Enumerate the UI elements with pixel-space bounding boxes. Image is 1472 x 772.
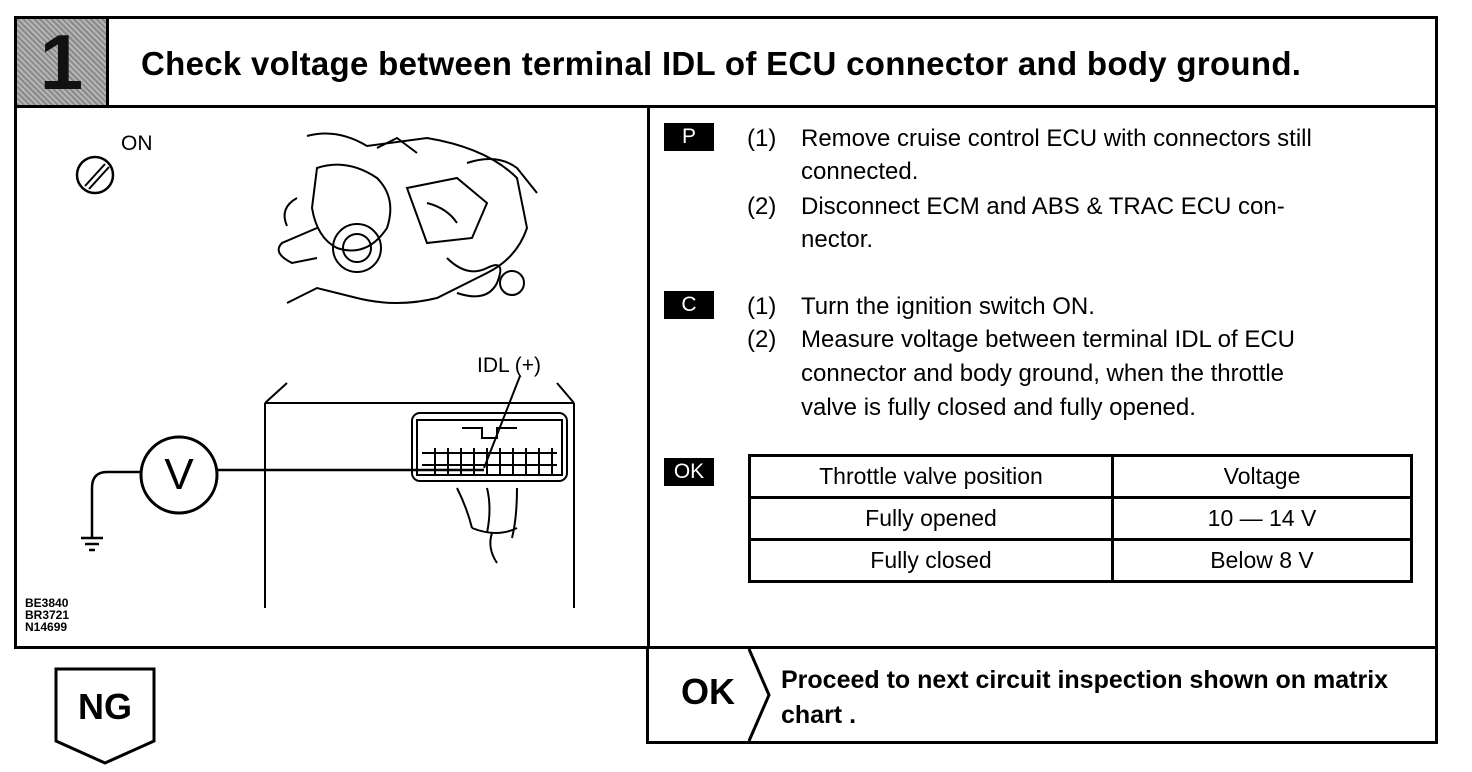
prep-step-line: Remove cruise control ECU with connector… [801, 125, 1312, 152]
prep-tag: P [664, 123, 714, 151]
table-row: Fully closed Below 8 V [748, 538, 1413, 583]
table-cell: Fully closed [748, 538, 1114, 583]
ecu-connector-illustration [264, 382, 575, 608]
ok-result-label: OK [681, 671, 735, 712]
table-header-row: Throttle valve position Voltage [748, 454, 1413, 499]
check-step-line: connector and body ground, when the thro… [801, 360, 1284, 387]
table-cell: Below 8 V [1111, 538, 1413, 583]
ignition-switch-icon [75, 155, 115, 195]
ng-result-badge [54, 667, 156, 765]
prep-step-number: (1) [747, 125, 777, 152]
table-cell: Fully opened [748, 496, 1114, 541]
prep-step-line: Disconnect ECM and ABS & TRAC ECU con- [801, 193, 1285, 220]
prep-step-line: connected. [801, 158, 919, 185]
ok-result-box: OK Proceed to next circuit inspection sh… [646, 649, 1438, 744]
figure-code: N14699 [25, 620, 68, 634]
table-header-cell: Throttle valve position [748, 454, 1114, 499]
idl-terminal-label: IDL (+) [477, 354, 541, 377]
ok-spec-tag: OK [664, 458, 714, 486]
ng-result-label: NG [78, 686, 132, 727]
voltage-spec-table: Throttle valve position Voltage Fully op… [748, 454, 1413, 583]
check-tag: C [664, 291, 714, 319]
ok-result-line: Proceed to next circuit inspection shown… [781, 666, 1389, 694]
table-row: Fully opened 10 — 14 V [748, 496, 1413, 541]
figure-code: BR3721 [25, 608, 70, 622]
step-header: 1 Check voltage between terminal IDL of … [14, 16, 1438, 108]
procedure-box: ON IDL (+) V BE3840 BR3721 N14699 P (1) … [14, 108, 1438, 649]
ok-arrow-divider [747, 649, 771, 741]
voltmeter-symbol: V [164, 450, 194, 499]
body-ground-icon [81, 536, 103, 552]
table-header-cell: Voltage [1111, 454, 1413, 499]
prep-step-number: (2) [747, 193, 777, 220]
step-number: 1 [39, 17, 84, 106]
check-step-number: (1) [747, 293, 777, 320]
ignition-on-label: ON [121, 132, 153, 155]
prep-step-line: nector. [801, 226, 874, 253]
throttle-body-illustration [277, 132, 538, 304]
ok-result-text: Proceed to next circuit inspection shown… [781, 663, 1431, 733]
illustration-drawing [75, 132, 575, 608]
idl-probe-line [483, 375, 521, 469]
ok-result-line: chart . [781, 701, 857, 729]
check-step-number: (2) [747, 326, 777, 353]
wiring-illustration: ON IDL (+) V BE3840 BR3721 N14699 [17, 108, 647, 646]
figure-code: BE3840 [25, 596, 69, 610]
check-step-line: valve is fully closed and fully opened. [801, 394, 1196, 421]
check-step-line: Turn the ignition switch ON. [801, 293, 1095, 320]
step-number-badge: 1 [17, 17, 109, 106]
table-cell: 10 — 14 V [1111, 496, 1413, 541]
voltmeter-icon [139, 435, 219, 515]
check-step-line: Measure voltage between terminal IDL of … [801, 326, 1296, 353]
step-title: Check voltage between terminal IDL of EC… [141, 45, 1302, 82]
ground-lead-wire [90, 470, 141, 538]
column-divider [647, 108, 650, 646]
